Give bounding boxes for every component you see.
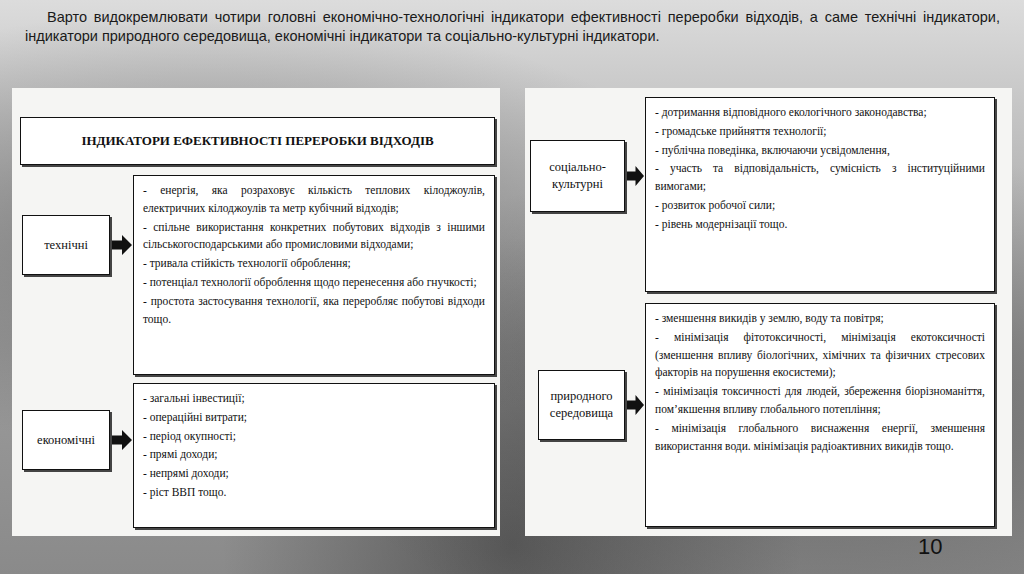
list-item: - енергія, яка розраховує кількість тепл… xyxy=(143,182,485,218)
category-box: соціально-культурні xyxy=(530,140,625,212)
list-item: - ріст ВВП тощо. xyxy=(143,484,485,502)
title-text: ІНДИКАТОРИ ЕФЕКТИВНОСТІ ПЕРЕРОБКИ ВІДХОД… xyxy=(81,133,433,149)
category-label: економічні xyxy=(37,432,95,449)
list-item: - прямі доходи; xyxy=(143,446,485,464)
list-item: - участь та відповідальність, сумісність… xyxy=(655,160,985,196)
page-number: 10 xyxy=(918,534,942,560)
text-wrap: природного середовища xyxy=(543,388,620,422)
list-item: - громадське прийняття технології; xyxy=(655,123,985,141)
list-item: - операційні витрати; xyxy=(143,409,485,427)
list-item: - період окупності; xyxy=(143,428,485,446)
list-item: - тривала стійкість технології обробленн… xyxy=(143,255,485,273)
category-box: економічні xyxy=(22,410,110,470)
title-box: ІНДИКАТОРИ ЕФЕКТИВНОСТІ ПЕРЕРОБКИ ВІДХОД… xyxy=(20,117,495,165)
text-wrap: економічні xyxy=(37,432,95,449)
list-item: - мінімізація фітотоксичності, мінімізац… xyxy=(655,329,985,382)
text-wrap: ІНДИКАТОРИ ЕФЕКТИВНОСТІ ПЕРЕРОБКИ ВІДХОД… xyxy=(81,133,433,149)
text-wrap: соціально-культурні xyxy=(535,159,620,193)
list-item: - розвиток робочої сили; xyxy=(655,197,985,215)
category-label: природного середовища xyxy=(543,388,620,422)
list-item: - зменшення викидів у землю, воду та пов… xyxy=(655,310,985,328)
intro-paragraph: Варто видокремлювати чотири головні екон… xyxy=(25,8,1000,46)
block-arrow xyxy=(627,166,644,186)
list-item: - загальні інвестиції; xyxy=(143,390,485,408)
list-box: - дотримання відповідного екологічного з… xyxy=(645,97,995,292)
text-wrap: технічні xyxy=(44,237,88,254)
list-item: - рівень модернізації тощо. xyxy=(655,216,985,234)
list-box: - енергія, яка розраховує кількість тепл… xyxy=(133,175,495,375)
list-item: - мінімізація глобального виснаження ене… xyxy=(655,420,985,456)
list-box: - зменшення викидів у землю, воду та пов… xyxy=(645,303,995,527)
list-item: - дотримання відповідного екологічного з… xyxy=(655,104,985,122)
category-box: технічні xyxy=(22,215,110,275)
block-arrow xyxy=(112,430,132,450)
list-item: - мінімізація токсичності для людей, збе… xyxy=(655,383,985,419)
list-item: - публічна поведінка, включаючи усвідомл… xyxy=(655,142,985,160)
block-arrow xyxy=(627,395,644,415)
list-box: - загальні інвестиції;- операційні витра… xyxy=(133,383,495,528)
list-item: - простота застосування технології, яка … xyxy=(143,293,485,329)
category-label: технічні xyxy=(44,237,88,254)
block-arrow xyxy=(112,235,132,255)
list-item: - спільне використання конкретних побуто… xyxy=(143,219,485,255)
category-box: природного середовища xyxy=(538,370,625,440)
category-label: соціально-культурні xyxy=(535,159,620,193)
list-item: - потенціал технології оброблення щодо п… xyxy=(143,274,485,292)
list-item: - непрямі доходи; xyxy=(143,465,485,483)
